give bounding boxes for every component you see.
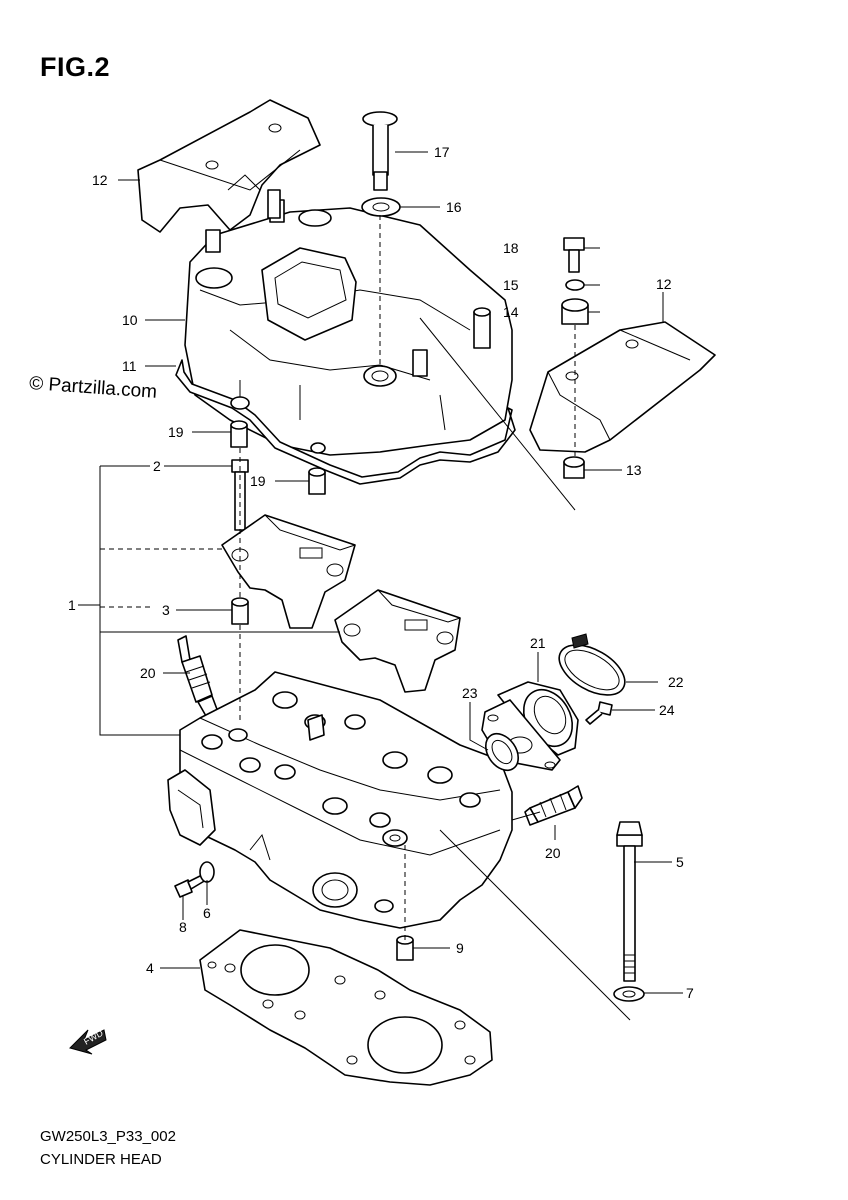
callout-23: 23	[462, 685, 478, 701]
callout-19b: 19	[250, 473, 266, 489]
assembly-lines	[78, 151, 683, 1021]
callout-2: 2	[153, 458, 161, 474]
callout-4: 4	[146, 960, 154, 976]
callout-9: 9	[456, 940, 464, 956]
figure-title: FIG.2	[40, 52, 111, 82]
washer-15	[565, 279, 585, 291]
cover-plate-left	[137, 99, 321, 233]
washer-6	[199, 861, 215, 883]
cover-plate-right	[529, 321, 716, 453]
diagram-caption: CYLINDER HEAD	[40, 1151, 162, 1168]
gasket-23	[484, 732, 520, 772]
callout-24: 24	[659, 702, 675, 718]
washer-16	[361, 197, 401, 217]
cylinder-head	[167, 671, 513, 929]
callout-12-right: 12	[656, 276, 672, 292]
callout-16: 16	[446, 199, 462, 215]
callout-21: 21	[530, 635, 546, 651]
callout-17: 17	[434, 144, 450, 160]
callout-12-left: 12	[92, 172, 108, 188]
callout-6: 6	[203, 905, 211, 921]
cover-gasket	[175, 359, 516, 485]
callout-19a: 19	[168, 424, 184, 440]
spark-plug-20a	[177, 635, 219, 717]
head-gasket-4	[199, 929, 493, 1086]
callout-13: 13	[626, 462, 642, 478]
callout-7: 7	[686, 985, 694, 1001]
callout-20b: 20	[545, 845, 561, 861]
callout-22: 22	[668, 674, 684, 690]
bolt-17	[362, 111, 398, 191]
callout-10: 10	[122, 312, 138, 328]
bolt-5	[616, 821, 643, 982]
camshaft-holder-right	[334, 589, 461, 693]
callout-3: 3	[162, 602, 170, 618]
callout-5: 5	[676, 854, 684, 870]
spark-plug-20b	[524, 785, 583, 826]
callout-20a: 20	[140, 665, 156, 681]
callout-18: 18	[503, 240, 519, 256]
model-code: GW250L3_P33_002	[40, 1128, 176, 1145]
nut-13	[563, 456, 585, 479]
forward-arrow-icon: FWD	[69, 1028, 107, 1055]
grommet-14	[561, 298, 589, 325]
clamp-22	[558, 633, 626, 696]
camshaft-holder-left	[221, 514, 356, 629]
washer-7	[613, 986, 645, 1002]
callout-15: 15	[503, 277, 519, 293]
callout-labels: 1 2 3 4 5 6 7 8 9 10 11 12 12 13 14 15 1…	[68, 144, 694, 1001]
callout-8: 8	[179, 919, 187, 935]
bolt-18	[563, 237, 585, 273]
callout-11: 11	[122, 358, 137, 374]
dowel-19a	[230, 420, 248, 448]
cylinder-head-cover	[184, 199, 513, 456]
callout-1: 1	[68, 597, 76, 613]
dowel-3	[231, 597, 249, 625]
bolt-24	[585, 701, 613, 725]
dowel-19b	[308, 467, 326, 495]
callout-14: 14	[503, 304, 519, 320]
